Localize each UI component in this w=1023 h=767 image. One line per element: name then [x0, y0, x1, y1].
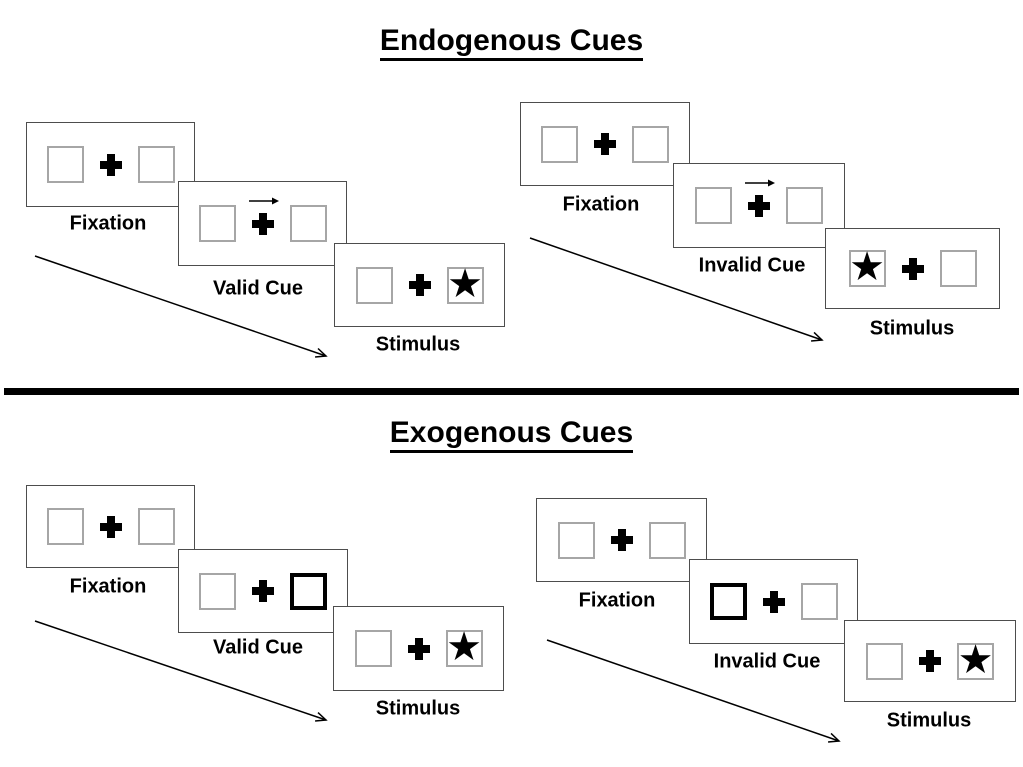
placeholder-box-right: [800, 583, 838, 620]
placeholder-box-left: [198, 205, 236, 242]
center-stack: [745, 179, 775, 217]
target-box-left: ★: [848, 245, 886, 289]
center-stack: [919, 650, 941, 672]
placeholder-box-left: [355, 266, 393, 304]
highlighted-cue-box-right: [290, 572, 327, 610]
fixation-cross-icon: [748, 194, 770, 217]
fixation-panel: [26, 485, 195, 568]
placeholder-box-right: [289, 205, 327, 242]
target-box-right: ★: [445, 625, 483, 669]
section-title-text: Exogenous Cues: [389, 416, 634, 453]
center-stack: [99, 515, 122, 538]
step-label: Fixation: [69, 575, 147, 598]
placeholder-box-right: [632, 125, 669, 163]
fixation-cross-icon: [99, 515, 122, 538]
step-label: Valid Cue: [212, 277, 304, 300]
step-label: Stimulus: [869, 317, 955, 340]
step-label: Fixation: [578, 589, 656, 612]
center-stack: [594, 133, 616, 155]
stimulus-panel: ★: [825, 228, 1000, 309]
center-stack: [762, 590, 785, 613]
placeholder-box-left: [866, 642, 903, 680]
star-icon: ★: [446, 625, 482, 669]
placeholder-box-right: [786, 187, 823, 224]
fixation-cross-icon: [901, 257, 924, 280]
center-stack: [901, 257, 924, 280]
star-icon: ★: [447, 261, 483, 306]
fixation-cross-icon: [407, 637, 430, 660]
placeholder-box-left: [46, 146, 84, 183]
target-box-right: ★: [446, 261, 484, 306]
center-stack: [99, 153, 122, 176]
sequence-timeline-arrow: [34, 255, 328, 358]
center-stack: [408, 274, 431, 296]
sequence-timeline-arrow: [546, 639, 841, 743]
placeholder-box-right: [939, 250, 977, 287]
cue-arrow-icon: [745, 179, 775, 186]
section-title-text: Endogenous Cues: [379, 24, 644, 61]
target-box-right: ★: [957, 637, 994, 682]
step-label: Fixation: [562, 193, 640, 216]
sequence-timeline-arrow: [529, 237, 824, 342]
placeholder-box-left: [541, 125, 578, 163]
valid-cue-panel: [178, 549, 348, 633]
center-stack: [407, 637, 430, 660]
stimulus-panel: ★: [844, 620, 1016, 702]
step-label: Invalid Cue: [713, 650, 821, 673]
step-label: Fixation: [69, 212, 147, 235]
sequence-timeline-arrow: [34, 620, 328, 722]
invalid-cue-panel: [689, 559, 858, 644]
center-stack: [252, 580, 274, 602]
fixation-cross-icon: [594, 133, 616, 155]
cue-arrow-icon: [248, 197, 279, 204]
placeholder-box-left: [46, 508, 84, 545]
fixation-cross-icon: [919, 650, 941, 672]
fixation-panel: [536, 498, 707, 582]
stimulus-panel: ★: [334, 243, 505, 327]
step-label: Stimulus: [886, 709, 972, 732]
step-label: Valid Cue: [212, 636, 304, 659]
fixation-cross-icon: [251, 212, 274, 235]
fixation-cross-icon: [762, 590, 785, 613]
fixation-panel: [520, 102, 690, 186]
fixation-panel: [26, 122, 195, 207]
placeholder-box-left: [557, 521, 595, 559]
placeholder-box-left: [695, 187, 732, 224]
fixation-cross-icon: [252, 580, 274, 602]
star-icon: ★: [849, 245, 885, 289]
placeholder-box-right: [137, 146, 175, 183]
section-title-endogenous: Endogenous Cues: [0, 24, 1023, 61]
step-label: Stimulus: [375, 697, 461, 720]
center-stack: [248, 197, 279, 235]
fixation-cross-icon: [408, 274, 431, 296]
section-divider: [4, 388, 1019, 395]
placeholder-box-right: [648, 521, 686, 559]
center-stack: [610, 529, 633, 551]
placeholder-box-right: [137, 508, 175, 545]
step-label: Stimulus: [375, 333, 461, 356]
valid-cue-panel: [178, 181, 347, 266]
fixation-cross-icon: [610, 529, 633, 551]
stimulus-panel: ★: [333, 606, 504, 691]
section-title-exogenous: Exogenous Cues: [0, 416, 1023, 453]
step-label: Invalid Cue: [698, 254, 806, 277]
star-icon: ★: [957, 637, 994, 682]
highlighted-cue-box-left: [709, 583, 747, 620]
placeholder-box-left: [199, 572, 236, 610]
fixation-cross-icon: [99, 153, 122, 176]
placeholder-box-left: [354, 630, 392, 667]
invalid-cue-panel: [673, 163, 845, 248]
